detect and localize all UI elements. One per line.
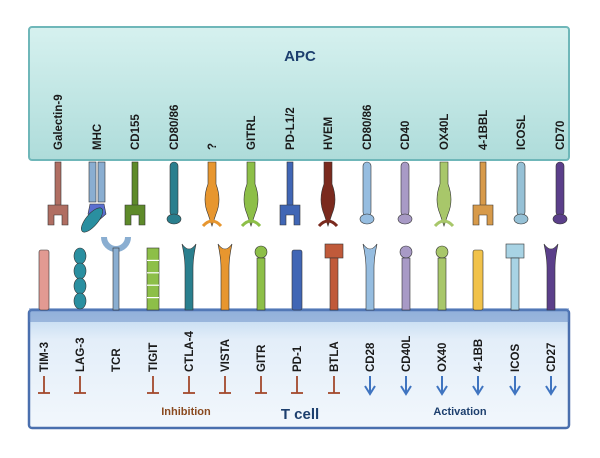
receptor-label-vista: VISTA	[220, 339, 232, 372]
inhibition-symbol-ctla-4	[183, 376, 195, 394]
receptor-btla	[324, 243, 344, 311]
receptor-label-4-1bb: 4-1BB	[473, 339, 485, 372]
ligand-pd-l1-2-6	[279, 161, 301, 226]
receptor-label-tim-3: TIM-3	[39, 342, 51, 372]
ligand-label-cd80-86: CD80/86	[169, 105, 181, 150]
activation-arrow-icos	[509, 376, 521, 396]
ligand-label-unknown: ?	[207, 143, 219, 150]
receptor-label-cd28: CD28	[365, 342, 377, 372]
ligand-label-pd-l1-2: PD-L1/2	[285, 107, 297, 150]
inhibition-label: Inhibition	[161, 406, 211, 418]
ligand-label-ox40l: OX40L	[439, 114, 451, 150]
ligand-label-cd40: CD40	[400, 121, 412, 150]
activation-label: Activation	[433, 406, 486, 418]
ligand-cd40-9	[397, 161, 413, 225]
activation-arrow-ox40	[436, 376, 448, 396]
inhibition-symbol-pd-1	[291, 376, 303, 394]
inhibition-symbol-tim-3	[38, 376, 50, 394]
receptor-cd27	[543, 243, 559, 311]
ligand-label-cd70: CD70	[555, 121, 567, 150]
receptor-label-gitr: GITR	[256, 344, 268, 372]
ligand-cd80-86-8	[359, 161, 375, 225]
receptor-ox40	[435, 245, 449, 311]
receptor-label-tigit: TIGIT	[148, 343, 160, 372]
receptor-labels: TIM-3 LAG-3 TCR TIGIT CTLA-4 VISTA GITR PD-1 BTL…	[39, 331, 558, 372]
receptor-label-cd40l: CD40L	[401, 336, 413, 372]
activation-arrow-cd28	[364, 376, 376, 396]
ligand-icosl-12	[513, 161, 529, 225]
activation-arrow-cd40l	[400, 376, 412, 396]
tcell-title: T cell	[281, 406, 319, 423]
receptor-label-ctla-4: CTLA-4	[184, 331, 196, 372]
ligand-hvem-7	[317, 161, 339, 228]
receptor-gitr	[254, 245, 268, 311]
ligand-label-hvem: HVEM	[323, 117, 335, 150]
inhibition-symbol-vista	[219, 376, 231, 394]
receptor-icos	[505, 243, 525, 311]
ligand-cd70-13	[552, 161, 568, 225]
apc-cell	[28, 26, 570, 161]
ligand-cd80-86-3	[166, 161, 182, 225]
ligand-unknown-4	[201, 161, 223, 228]
ligand-gitrl-5	[240, 161, 262, 228]
receptor-label-lag-3: LAG-3	[75, 338, 87, 373]
receptor-ctla-4	[181, 243, 197, 311]
ligand-galectin-9-0	[47, 161, 69, 226]
receptor-label-ox40: OX40	[437, 343, 449, 372]
inhibition-symbol-gitr	[255, 376, 267, 394]
receptor-vista	[217, 243, 233, 311]
receptor-label-pd-1: PD-1	[292, 345, 304, 372]
receptor-label-icos: ICOS	[510, 344, 522, 372]
ligand-label-cd155: CD155	[130, 114, 142, 150]
receptor-label-cd27: CD27	[546, 343, 558, 372]
receptor-cd28	[362, 243, 378, 311]
tcell-membrane	[29, 308, 569, 322]
receptor-tcr	[101, 236, 131, 311]
ligand-label-gitrl: GITRL	[246, 116, 258, 151]
ligand-shapes	[47, 161, 568, 228]
inhibition-symbol-btla	[328, 376, 340, 394]
ligand-label-cd80-86: CD80/86	[362, 105, 374, 150]
ligand-ox40l-10	[433, 161, 455, 228]
ligand-4-1bbl-11	[472, 161, 494, 226]
activation-arrow-cd27	[545, 376, 557, 396]
receptor-cd40l	[399, 245, 413, 311]
ligand-label-4-1bbl: 4-1BBL	[478, 110, 490, 150]
ligand-cd155-2	[124, 161, 146, 226]
receptor-label-btla: BTLA	[329, 341, 341, 372]
activation-arrow-4-1bb	[472, 376, 484, 396]
inhibition-symbol-lag-3	[74, 376, 86, 394]
receptor-4-1bb	[472, 249, 484, 311]
receptor-pd-1	[291, 249, 303, 311]
receptor-label-tcr: TCR	[111, 348, 123, 372]
ligand-label-icosl: ICOSL	[516, 115, 528, 150]
signal-symbols	[38, 376, 557, 396]
inhibition-symbol-tigit	[147, 376, 159, 394]
apc-title: APC	[284, 48, 316, 65]
ligand-label-mhc: MHC	[92, 124, 104, 150]
ligand-label-galectin-9: Galectin-9	[53, 94, 65, 150]
receptor-lag-3	[73, 207, 103, 310]
receptor-shapes	[38, 207, 559, 311]
receptor-tim-3	[38, 249, 50, 311]
receptor-tigit	[146, 247, 160, 311]
